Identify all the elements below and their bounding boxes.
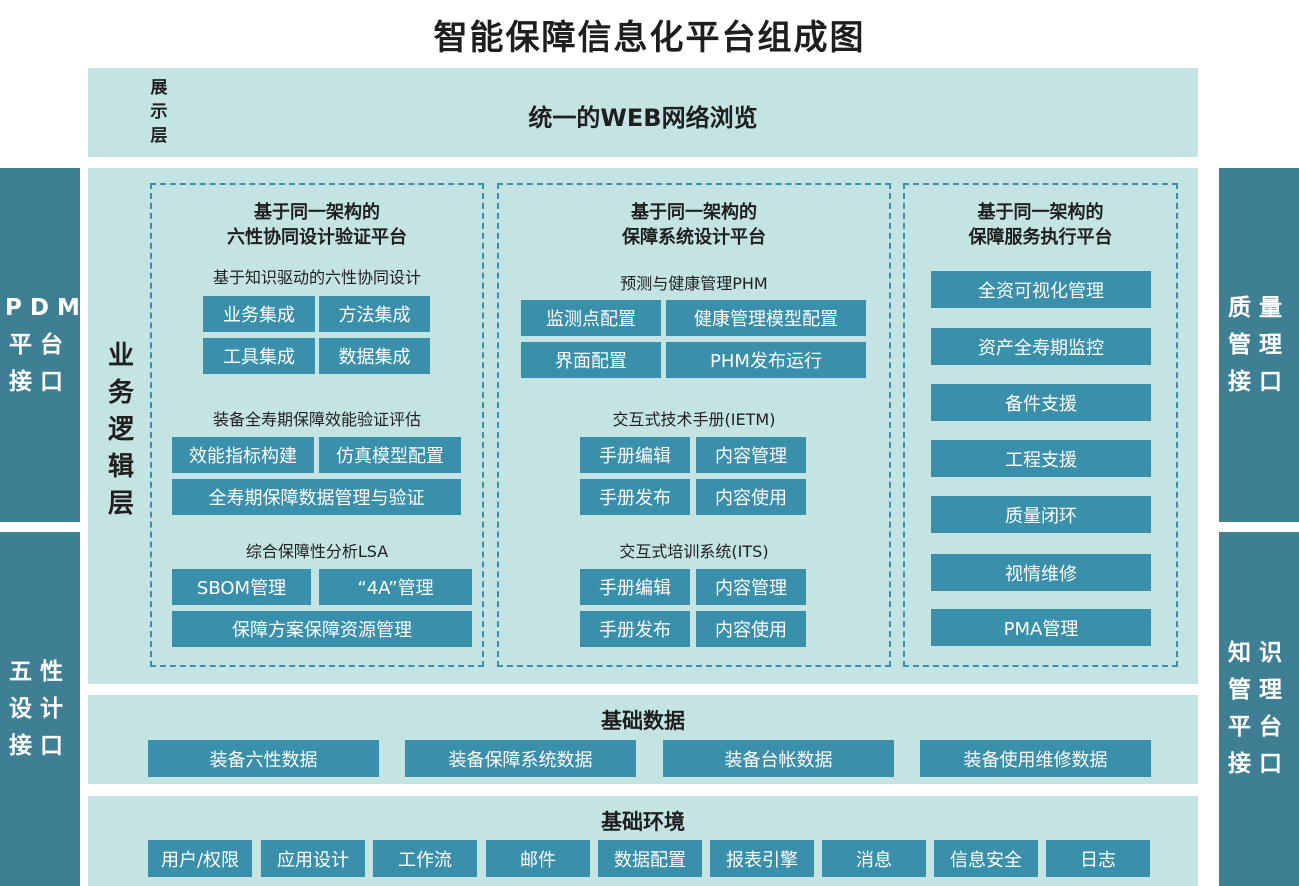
interface-config-button[interactable]: 界面配置 (521, 342, 661, 378)
service-execution-platform-panel (903, 183, 1178, 667)
ietm-publish-button[interactable]: 手册发布 (580, 479, 690, 515)
web-browse-text: 统一的WEB网络浏览 (528, 104, 758, 132)
business-logic-layer-label: 业 务 逻 辑 层 (107, 341, 134, 519)
report-engine-button[interactable]: 报表引擎 (710, 840, 814, 877)
method-integration-button[interactable]: 方法集成 (319, 296, 430, 332)
ietm-content-mgmt-button[interactable]: 内容管理 (696, 437, 806, 473)
user-permission-button[interactable]: 用户/权限 (148, 840, 252, 877)
data-integration-button[interactable]: 数据集成 (319, 338, 430, 374)
equipment-ledger-data-button[interactable]: 装备台帐数据 (663, 740, 894, 777)
pma-management-button[interactable]: PMA管理 (931, 609, 1151, 646)
support-system-data-button[interactable]: 装备保障系统数据 (405, 740, 636, 777)
diagram-title: 智能保障信息化平台组成图 (433, 18, 866, 58)
sbom-button[interactable]: SBOM管理 (172, 569, 311, 605)
basic-data-layer: 基础数据 装备六性数据 装备保障系统数据 装备台帐数据 装备使用维修数据 (88, 695, 1198, 784)
rms-collab-platform-panel (150, 183, 484, 667)
service-execution-platform-title: 基于同一架构的 保障服务执行平台 (968, 202, 1113, 248)
quality-interface-label: 质量 管理 接口 (1228, 294, 1290, 395)
phm-release-button[interactable]: PHM发布运行 (666, 342, 866, 378)
asset-lifecycle-monitor-button[interactable]: 资产全寿期监控 (931, 328, 1151, 365)
spare-parts-support-button[interactable]: 备件支援 (931, 384, 1151, 421)
rms-design-interface-block: 五性 设计 接口 (0, 532, 80, 886)
knowledge-design-heading: 基于知识驱动的六性协同设计 (212, 268, 421, 287)
phm-heading: 预测与健康管理PHM (620, 274, 768, 293)
basic-env-title: 基础环境 (601, 810, 685, 834)
ietm-edit-button[interactable]: 手册编辑 (580, 437, 690, 473)
basic-env-layer: 基础环境 用户/权限 应用设计 工作流 邮件 数据配置 报表引擎 消息 信息安全… (88, 796, 1198, 886)
simulation-model-button[interactable]: 仿真模型配置 (319, 437, 461, 473)
knowledge-interface-label: 知识 管理 平台 接口 (1228, 640, 1290, 777)
engineering-support-button[interactable]: 工程支援 (931, 440, 1151, 477)
business-logic-layer: 业 务 逻 辑 层 基于同一架构的 六性协同设计验证平台 基于知识驱动的六性协同… (88, 168, 1198, 684)
its-edit-button[interactable]: 手册编辑 (580, 569, 690, 605)
quality-interface-block: 质量 管理 接口 (1219, 168, 1299, 522)
support-plan-resource-button[interactable]: 保障方案保障资源管理 (172, 611, 472, 647)
basic-data-title: 基础数据 (601, 709, 685, 733)
usage-maintenance-data-button[interactable]: 装备使用维修数据 (920, 740, 1151, 777)
its-content-mgmt-button[interactable]: 内容管理 (696, 569, 806, 605)
tool-integration-button[interactable]: 工具集成 (203, 338, 315, 374)
presentation-layer: 展 示 层 统一的WEB网络浏览 (88, 68, 1198, 157)
ietm-content-use-button[interactable]: 内容使用 (696, 479, 806, 515)
pdm-interface-label: PDM 平台 接口 (5, 294, 88, 395)
condition-maintenance-button[interactable]: 视情维修 (931, 554, 1151, 591)
its-content-use-button[interactable]: 内容使用 (696, 611, 806, 647)
effectiveness-eval-heading: 装备全寿期保障效能验证评估 (212, 410, 421, 429)
info-security-button[interactable]: 信息安全 (934, 840, 1038, 877)
health-model-config-button[interactable]: 健康管理模型配置 (666, 300, 866, 336)
its-heading: 交互式培训系统(ITS) (619, 542, 769, 561)
four-a-button[interactable]: “4A”管理 (319, 569, 472, 605)
support-system-platform-title: 基于同一架构的 保障系统设计平台 (622, 202, 766, 248)
lifecycle-data-validation-button[interactable]: 全寿期保障数据管理与验证 (172, 479, 461, 515)
log-button[interactable]: 日志 (1046, 840, 1150, 877)
equipment-rms-data-button[interactable]: 装备六性数据 (148, 740, 379, 777)
workflow-button[interactable]: 工作流 (373, 840, 477, 877)
presentation-layer-label: 展 示 层 (150, 78, 168, 146)
quality-closed-loop-button[interactable]: 质量闭环 (931, 496, 1151, 533)
rms-design-interface-label: 五性 设计 接口 (9, 658, 71, 759)
message-button[interactable]: 消息 (822, 840, 926, 877)
pdm-interface-block: PDM 平台 接口 (0, 168, 80, 522)
effectiveness-index-button[interactable]: 效能指标构建 (172, 437, 314, 473)
its-publish-button[interactable]: 手册发布 (580, 611, 690, 647)
knowledge-interface-block: 知识 管理 平台 接口 (1219, 532, 1299, 886)
mail-button[interactable]: 邮件 (486, 840, 590, 877)
app-design-button[interactable]: 应用设计 (261, 840, 365, 877)
support-system-platform-panel (497, 183, 891, 667)
data-config-button[interactable]: 数据配置 (598, 840, 702, 877)
business-integration-button[interactable]: 业务集成 (203, 296, 315, 332)
lsa-heading: 综合保障性分析LSA (245, 542, 389, 561)
full-asset-visual-button[interactable]: 全资可视化管理 (931, 271, 1151, 308)
ietm-heading: 交互式技术手册(IETM) (612, 410, 776, 429)
monitor-point-config-button[interactable]: 监测点配置 (521, 300, 661, 336)
rms-collab-platform-title: 基于同一架构的 六性协同设计验证平台 (227, 202, 407, 248)
